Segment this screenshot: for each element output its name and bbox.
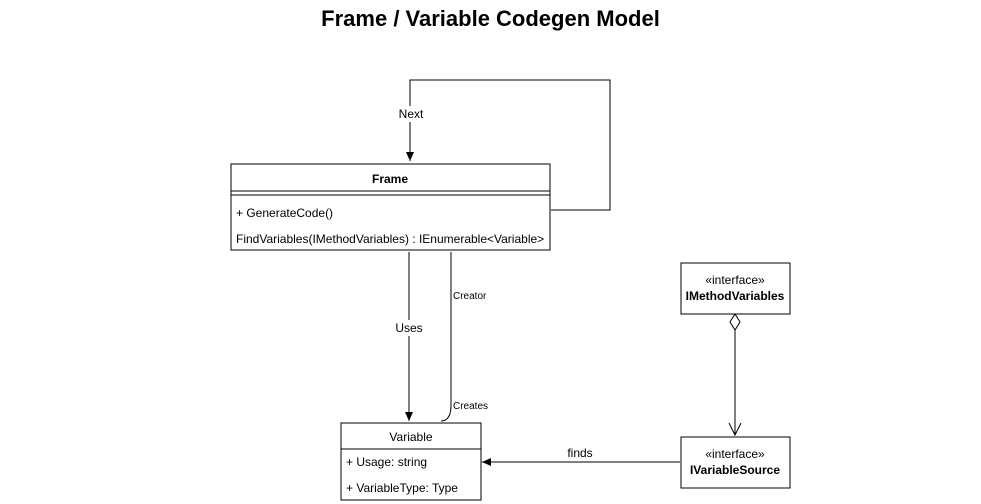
interface-imethodvariables-name: IMethodVariables [686,289,785,303]
diagram-title: Frame / Variable Codegen Model [321,6,660,31]
edge-creator-label: Creator [453,291,487,302]
class-frame-method: + GenerateCode() [236,206,333,220]
edge-uses-label-bg [393,320,425,336]
class-variable-attribute: + VariableType: Type [346,481,458,495]
class-variable-box [340,422,482,501]
class-frame-name: Frame [372,172,408,186]
edge-creates-label: Creates [453,401,488,412]
interface-imethodvariables[interactable]: «interface» IMethodVariables [680,262,791,315]
edge-finds-label: finds [567,446,592,460]
edge-next-label-bg [394,106,428,122]
class-frame-box [230,163,551,251]
class-variable[interactable]: Variable + Usage: string + VariableType:… [340,422,482,501]
class-variable-attribute: + Usage: string [346,455,427,469]
edge-creates [440,252,452,422]
aggregation-diamond-icon [729,313,741,331]
interface-ivariablesource-name: IVariableSource [690,463,780,477]
interface-ivariablesource-box [680,436,791,489]
class-frame-method: FindVariables(IMethodVariables) : IEnume… [236,232,544,246]
interface-imethodvariables-stereotype: «interface» [705,273,765,287]
class-variable-name: Variable [389,430,432,444]
class-frame[interactable]: Frame + GenerateCode() FindVariables(IMe… [230,163,551,251]
interface-ivariablesource[interactable]: «interface» IVariableSource [680,436,791,489]
interface-ivariablesource-stereotype: «interface» [705,447,765,461]
edge-next-label: Next [399,107,424,121]
interface-imethodvariables-box [680,262,791,315]
edge-uses-label: Uses [395,321,422,335]
